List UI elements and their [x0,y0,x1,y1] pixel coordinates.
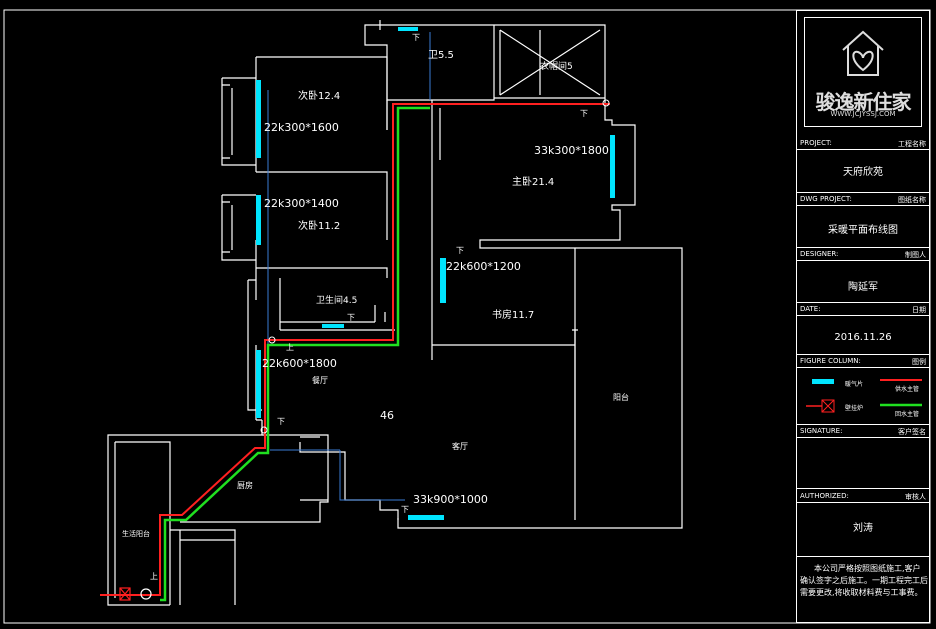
logo-url: WWW.JCJYSSJ.COM [830,110,896,118]
radiator-label-r3: 33k300*1800 [534,144,609,157]
radiator-r4-bar [440,258,446,303]
drawing-frame [3,9,931,624]
room-label-laundry: 生活阳台 [122,529,150,538]
authorized-value: 刘涛 [853,523,873,534]
radiator-r1-bar [256,80,261,158]
signature-label-cn: 客户签名 [898,428,926,436]
date-header: DATE: 日期 [797,304,929,316]
room-label-bedroom2b: 次卧11.2 [298,219,340,232]
authorized-label-cn: 审核人 [905,493,926,501]
signature-label-en: SIGNATURE: [800,427,843,435]
radiator-label-r2: 22k300*1400 [264,197,339,210]
room-label-bathroom-small: 卫5.5 [428,50,454,61]
authorized-label-en: AUTHORIZED: [800,492,849,500]
figure-label-cn: 图例 [912,358,926,366]
date-label-en: DATE: [800,305,821,313]
mark-down-3: 下 [456,246,464,255]
mark-down-1: 下 [412,33,420,42]
radiator-bath-bar [322,324,344,328]
date-value: 2016.11.26 [834,332,892,343]
legend-radiator-swatch [812,379,834,384]
radiators [256,27,615,520]
radiator-r6-bar [408,515,444,520]
mark-up-2: 上 [150,572,158,581]
project-label-en: PROJECT: [800,139,832,147]
project-label-cn: 工程名称 [898,140,926,148]
company-logo: 骏逸新住家 WWW.JCJYSSJ.COM [804,17,922,127]
room-label-study: 书房11.7 [492,308,534,321]
designer-header: DESIGNER: 制图人 [797,249,929,261]
figure-header: FIGURE COLUMN: 图例 [797,356,929,368]
signature-header: SIGNATURE: 客户签名 [797,426,929,438]
aux-lines [267,32,431,501]
legend-valve-label: 壁挂炉 [845,405,864,412]
room-label-kitchen: 厨房 [237,480,253,490]
radiator-wc-bar [398,27,418,31]
radiator-r3-bar [610,135,615,198]
supply-pipe [100,103,610,596]
legend-radiator-label: 暖气片 [845,381,864,388]
dwg-label-en: DWG PROJECT: [800,195,852,203]
room-label-bedroom2a: 次卧12.4 [298,89,340,102]
boiler-valve-symbol [119,587,152,601]
room-label-living-area: 46 [380,409,394,422]
radiator-label-r6: 33k900*1000 [413,493,488,506]
room-label-bathroom: 卫生间4.5 [316,294,357,306]
legend-return-label: 回水主管 [895,411,920,418]
designer-value: 陶延军 [848,282,878,293]
legend-valve-swatch [821,399,835,413]
mark-down-6: 下 [401,505,409,514]
mark-down-4: 下 [347,313,355,322]
mark-down-5: 下 [277,417,285,426]
radiator-label-r1: 22k300*1600 [264,121,339,134]
room-label-living: 客厅 [452,441,468,451]
room-label-master: 主卧21.4 [512,175,554,188]
designer-label-cn: 制图人 [905,251,926,259]
date-label-cn: 日期 [912,306,926,314]
dwg-value: 采暖平面布线图 [828,225,898,236]
return-pipe [160,106,430,602]
construction-notes: 本公司严格按照图纸施工,客户确认签字之后施工。一期工程完工后需要更改,将收取材料… [800,564,928,597]
mark-down-2: 下 [580,109,588,118]
designer-label-en: DESIGNER: [800,250,839,258]
walls [107,20,683,606]
room-label-dining: 餐厅 [312,376,328,385]
dwg-label-cn: 图纸名称 [898,196,926,204]
radiator-r2-bar [256,195,261,245]
title-block: PROJECT: 工程名称 天府欣苑 DWG PROJECT: 图纸名称 采暖平… [796,10,930,623]
logo-text: 骏逸新住家 [815,90,912,114]
figure-label-en: FIGURE COLUMN: [800,357,861,365]
legend-symbols [806,379,922,413]
radiator-r5-bar [256,350,261,418]
mark-up-1: 上 [286,343,294,352]
room-label-cloakroom: 衣帽间5 [540,60,573,72]
pipe-markers [260,99,610,434]
project-header: PROJECT: 工程名称 [797,138,929,150]
radiator-label-r5: 22k600*1800 [262,357,337,370]
project-value: 天府欣苑 [843,167,883,178]
dwg-header: DWG PROJECT: 图纸名称 [797,194,929,206]
legend-supply-label: 供水主管 [895,386,920,393]
authorized-header: AUTHORIZED: 审核人 [797,491,929,503]
house-heart-icon [842,30,884,76]
radiator-label-r4: 22k600*1200 [446,260,521,273]
room-label-balcony: 阳台 [613,392,629,402]
